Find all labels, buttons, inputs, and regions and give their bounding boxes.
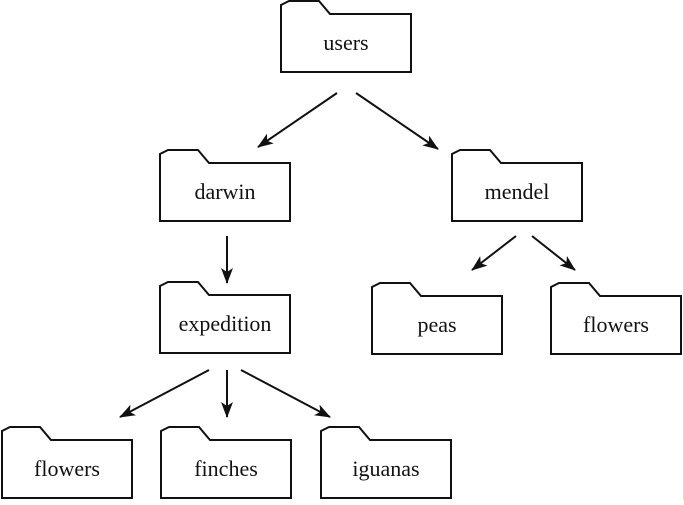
folder-label: peas <box>417 312 456 337</box>
folder-label: expedition <box>179 311 272 336</box>
folder-node-mendel: mendel <box>451 149 583 222</box>
folder-label: finches <box>194 456 258 481</box>
folder-icon <box>1 426 133 499</box>
edge-mendel-to-mendel-flowers <box>531 235 576 271</box>
edge-expedition-to-darwin-flowers <box>119 369 210 418</box>
folder-label: flowers <box>34 456 100 481</box>
folder-label: darwin <box>194 179 255 204</box>
folder-label: mendel <box>485 179 550 204</box>
edge-mendel-to-peas <box>471 235 517 271</box>
folder-label: iguanas <box>352 456 419 481</box>
folder-node-darwin-flowers: flowers <box>1 426 133 499</box>
edge-users-to-mendel <box>355 92 439 150</box>
folder-node-iguanas: iguanas <box>320 426 452 499</box>
folder-node-mendel-flowers: flowers <box>550 282 682 355</box>
folder-node-users: users <box>280 0 412 73</box>
folder-icon <box>160 426 292 499</box>
edge-users-to-darwin <box>257 92 338 148</box>
folder-icon <box>159 149 291 222</box>
folder-label: users <box>323 30 368 55</box>
folder-node-finches: finches <box>160 426 292 499</box>
folder-icon <box>280 0 412 73</box>
folder-icon <box>320 426 452 499</box>
folder-icon <box>550 282 682 355</box>
folder-icon <box>371 282 503 355</box>
folder-icon <box>451 149 583 222</box>
folder-icon <box>159 281 291 354</box>
edges-layer <box>119 92 576 418</box>
edge-expedition-to-iguanas <box>240 369 331 418</box>
folder-node-expedition: expedition <box>159 281 291 354</box>
folder-node-peas: peas <box>371 282 503 355</box>
folder-label: flowers <box>583 312 649 337</box>
folder-node-darwin: darwin <box>159 149 291 222</box>
